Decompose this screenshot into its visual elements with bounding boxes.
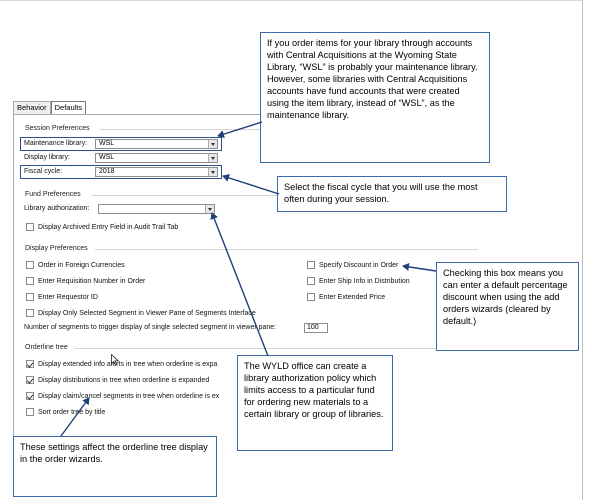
requisition-number-checkbox[interactable] <box>26 277 34 285</box>
chevron-down-icon[interactable] <box>205 205 214 213</box>
library-authorization-select[interactable] <box>98 204 215 214</box>
chevron-down-icon[interactable] <box>208 154 217 162</box>
display-archived-checkbox[interactable] <box>26 223 34 231</box>
only-selected-segment-label: Display Only Selected Segment in Viewer … <box>38 310 256 317</box>
maintenance-library-label: Maintenance library: <box>24 140 88 147</box>
chevron-down-icon[interactable] <box>208 140 217 148</box>
claim-cancel-label: Display claim/cancel segments in tree wh… <box>38 393 220 400</box>
chevron-down-icon[interactable] <box>208 168 217 176</box>
fiscal-cycle-select[interactable]: 2018 <box>95 167 218 177</box>
session-preferences-header: Session Preferences <box>25 125 90 132</box>
only-selected-segment-checkbox[interactable] <box>26 309 34 317</box>
requisition-number-label: Enter Requisition Number in Order <box>38 278 146 285</box>
frame-top-line <box>0 0 583 1</box>
callout-fiscal-cycle: Select the fiscal cycle that you will us… <box>277 176 507 212</box>
extended-price-checkbox[interactable] <box>307 293 315 301</box>
sort-by-title-checkbox[interactable] <box>26 408 34 416</box>
distributions-checkbox[interactable] <box>26 376 34 384</box>
specify-discount-checkbox[interactable] <box>307 261 315 269</box>
display-library-label: Display library: <box>24 154 70 161</box>
ship-info-label: Enter Ship Info in Distribution <box>319 278 410 285</box>
callout-library-authorization: The WYLD office can create a library aut… <box>237 355 393 451</box>
claim-cancel-checkbox[interactable] <box>26 392 34 400</box>
display-preferences-header: Display Preferences <box>25 245 88 252</box>
fiscal-cycle-highlight <box>20 165 222 179</box>
orderline-tree-header: Orderline tree <box>25 344 68 351</box>
mouse-pointer-icon <box>111 354 119 366</box>
sort-by-title-label: Sort order tree by title <box>38 409 106 416</box>
ship-info-checkbox[interactable] <box>307 277 315 285</box>
fiscal-cycle-value: 2018 <box>99 168 115 175</box>
foreign-currencies-label: Order in Foreign Currencies <box>38 262 125 269</box>
foreign-currencies-checkbox[interactable] <box>26 261 34 269</box>
fiscal-cycle-label: Fiscal cycle: <box>24 168 63 175</box>
maintenance-library-highlight <box>20 137 222 151</box>
distributions-label: Display distributions in tree when order… <box>38 377 210 384</box>
tab-bar: Behavior Defaults <box>13 101 87 116</box>
extended-price-label: Enter Extended Price <box>319 294 386 301</box>
maintenance-library-select[interactable]: WSL <box>95 139 218 149</box>
requestor-id-label: Enter Requestor ID <box>38 294 98 301</box>
fund-preferences-header: Fund Preferences <box>25 191 81 198</box>
library-authorization-label: Library authorization: <box>24 205 90 212</box>
requestor-id-checkbox[interactable] <box>26 293 34 301</box>
callout-orderline-tree: These settings affect the orderline tree… <box>13 436 217 497</box>
display-archived-label: Display Archived Entry Field in Audit Tr… <box>38 224 179 231</box>
specify-discount-label: Specify Discount in Order <box>319 262 399 269</box>
maintenance-library-value: WSL <box>99 140 115 147</box>
extended-info-alerts-checkbox[interactable] <box>26 360 34 368</box>
frame-right-line <box>582 0 583 500</box>
tab-defaults[interactable]: Defaults <box>50 101 87 116</box>
display-preferences-separator <box>95 249 478 250</box>
extended-info-alerts-label: Display extended info alerts in tree whe… <box>38 361 218 368</box>
tab-behavior[interactable]: Behavior <box>13 101 51 115</box>
display-library-select[interactable]: WSL <box>95 153 218 163</box>
callout-discount: Checking this box means you can enter a … <box>436 262 579 351</box>
callout-maintenance-library: If you order items for your library thro… <box>260 32 490 163</box>
orderline-tree-separator <box>74 348 478 349</box>
segments-trigger-label: Number of segments to trigger display of… <box>24 324 277 331</box>
segments-trigger-input[interactable]: 100 <box>304 323 328 333</box>
display-library-value: WSL <box>99 154 115 161</box>
